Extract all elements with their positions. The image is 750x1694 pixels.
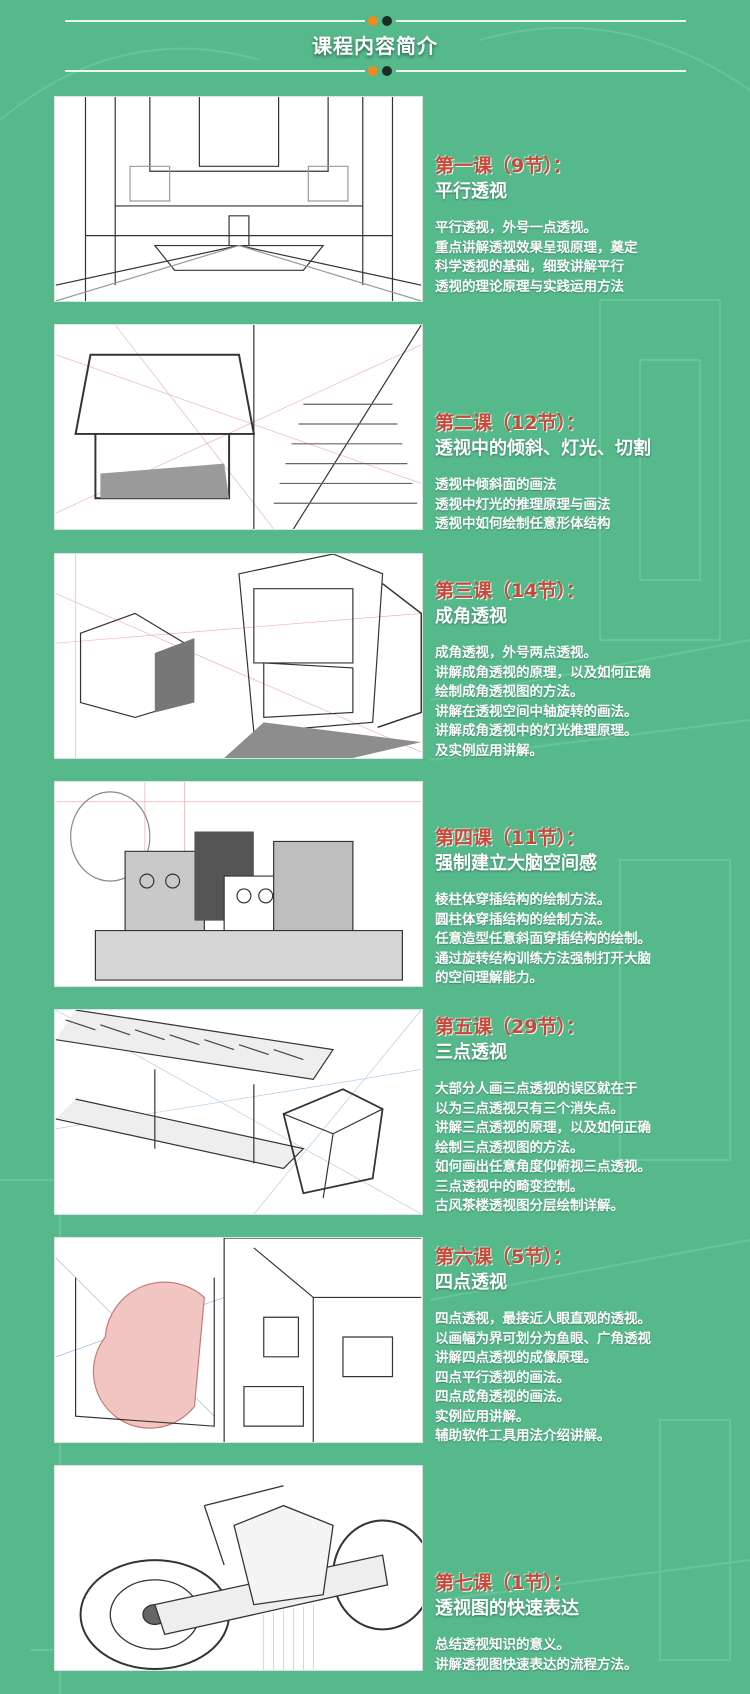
section-header: 课程内容简介 <box>0 0 750 80</box>
page-title: 课程内容简介 <box>312 34 438 58</box>
description-line: 讲解三点透视的原理，以及如何正确 <box>435 1120 651 1136</box>
description-line: 透视中倾斜面的画法 <box>435 477 557 493</box>
lesson-title: 第三课（14节）： <box>435 580 585 602</box>
description-line: 四点透视，最接近人眼直观的透视。 <box>435 1311 651 1327</box>
description-line: 任意造型任意斜面穿插结构的绘制。 <box>435 931 651 947</box>
lesson-2: 第二课（12节）： 透视中的倾斜、灯光、切割 透视中倾斜面的画法 透视中灯光的推… <box>0 324 750 534</box>
description-line: 总结透视知识的意义。 <box>435 1637 570 1653</box>
description-line: 透视中灯光的推理原理与画法 <box>435 496 611 513</box>
description-line: 如何画出任意角度仰俯视三点透视。 <box>435 1159 651 1175</box>
header-bottom-dot-dark <box>382 66 392 76</box>
lesson-1: 第一课（9节）： 平行透视 平行透视，外号一点透视。 重点讲解透视效果呈现原理，… <box>0 96 750 306</box>
lesson-title: 第二课（12节）： <box>435 412 585 434</box>
description-line: 三点透视中的畸变控制。 <box>435 1178 584 1195</box>
description-line: 讲解四点透视的成像原理。 <box>435 1350 597 1366</box>
lesson-subtitle: 透视图的快速表达 <box>435 1598 579 1619</box>
description-line: 四点成角透视的画法。 <box>435 1389 570 1405</box>
lesson-subtitle: 成角透视 <box>435 606 507 627</box>
description-line: 科学透视的基础，细致讲解平行 <box>435 259 624 275</box>
lesson-6: 第六课（5节）： 四点透视 四点透视，最接近人眼直观的透视。 以画幅为界可划分为… <box>0 1237 750 1447</box>
description-line: 及实例应用讲解。 <box>435 742 543 759</box>
description-line: 以为三点透视只有三个消失点。 <box>435 1100 624 1117</box>
description-line: 讲解在透视空间中轴旋转的画法。 <box>435 703 638 720</box>
description-line: 平行透视，外号一点透视。 <box>435 220 597 236</box>
lesson-3: 第三课（14节）： 成角透视 成角透视，外号两点透视。 讲解成角透视的原理，以及… <box>0 553 750 763</box>
description-line: 讲解成角透视中的灯光推理原理。 <box>435 723 638 739</box>
description-line: 讲解透视图快速表达的流程方法。 <box>435 1656 638 1673</box>
lesson-description: 透视中倾斜面的画法 透视中灯光的推理原理与画法 透视中如何绘制任意形体结构 <box>435 476 740 535</box>
stairs-and-roof-sketch-icon <box>54 324 423 530</box>
description-line: 辅助软件工具用法介绍讲解。 <box>435 1428 611 1444</box>
block-robots-sketch-icon <box>54 781 423 987</box>
description-line: 重点讲解透视效果呈现原理，奠定 <box>435 239 638 256</box>
parallel-perspective-room-icon <box>54 96 423 302</box>
lesson-subtitle: 四点透视 <box>435 1272 507 1293</box>
header-top-dot-orange <box>368 16 378 26</box>
lesson-title: 第七课（1节）： <box>435 1572 572 1594</box>
description-line: 以画幅为界可划分为鱼眼、广角透视 <box>435 1330 651 1347</box>
lesson-title: 第六课（5节）： <box>435 1246 572 1268</box>
description-line: 绘制成角透视图的方法。 <box>435 684 584 700</box>
lesson-7: 第七课（1节）： 透视图的快速表达 总结透视知识的意义。 讲解透视图快速表达的流… <box>0 1465 750 1675</box>
header-top-line-right <box>396 20 686 22</box>
description-line: 棱柱体穿插结构的绘制方法。 <box>435 892 611 908</box>
vehicle-quick-sketch-icon <box>54 1465 423 1671</box>
description-line: 古风茶楼透视图分层绘制详解。 <box>435 1198 624 1214</box>
lesson-subtitle: 透视中的倾斜、灯光、切割 <box>435 438 651 459</box>
lesson-subtitle: 平行透视 <box>435 181 507 202</box>
lesson-description: 棱柱体穿插结构的绘制方法。 圆柱体穿插结构的绘制方法。 任意造型任意斜面穿插结构… <box>435 891 740 989</box>
description-line: 实例应用讲解。 <box>435 1408 530 1425</box>
header-top-dot-dark <box>382 16 392 26</box>
fisheye-four-point-sketch-icon <box>54 1237 423 1443</box>
description-line: 成角透视，外号两点透视。 <box>435 645 597 661</box>
lesson-title: 第五课（29节）： <box>435 1016 585 1038</box>
lesson-description: 四点透视，最接近人眼直观的透视。 以画幅为界可划分为鱼眼、广角透视 讲解四点透视… <box>435 1310 740 1447</box>
description-line: 透视中如何绘制任意形体结构 <box>435 516 611 532</box>
description-line: 圆柱体穿插结构的绘制方法。 <box>435 911 611 928</box>
description-line: 通过旋转结构训练方法强制打开大脑 <box>435 950 651 967</box>
lesson-4: 第四课（11节）： 强制建立大脑空间感 棱柱体穿插结构的绘制方法。 圆柱体穿插结… <box>0 781 750 991</box>
lesson-subtitle: 强制建立大脑空间感 <box>435 853 597 874</box>
lesson-description: 总结透视知识的意义。 讲解透视图快速表达的流程方法。 <box>435 1636 740 1675</box>
lesson-5: 第五课（29节）： 三点透视 大部分人画三点透视的误区就在于 以为三点透视只有三… <box>0 1009 750 1219</box>
description-line: 透视的理论原理与实践运用方法 <box>435 278 624 295</box>
lesson-subtitle: 三点透视 <box>435 1042 507 1063</box>
cabinet-two-point-sketch-icon <box>54 553 423 759</box>
description-line: 讲解成角透视的原理，以及如何正确 <box>435 664 651 681</box>
lesson-title: 第四课（11节）： <box>435 827 585 849</box>
description-line: 大部分人画三点透视的误区就在于 <box>435 1081 638 1097</box>
lesson-description: 大部分人画三点透视的误区就在于 以为三点透视只有三个消失点。 讲解三点透视的原理… <box>435 1080 740 1217</box>
header-bottom-line <box>65 70 365 72</box>
description-line: 的空间理解能力。 <box>435 970 543 986</box>
lesson-description: 平行透视，外号一点透视。 重点讲解透视效果呈现原理，奠定 科学透视的基础，细致讲… <box>435 219 740 297</box>
header-bottom-line-right <box>396 70 686 72</box>
lesson-description: 成角透视，外号两点透视。 讲解成角透视的原理，以及如何正确 绘制成角透视图的方法… <box>435 644 740 761</box>
description-line: 绘制三点透视图的方法。 <box>435 1139 584 1156</box>
teahouse-three-point-sketch-icon <box>54 1009 423 1215</box>
header-bottom-dot-orange <box>368 66 378 76</box>
description-line: 四点平行透视的画法。 <box>435 1369 570 1386</box>
header-top-line <box>65 20 365 22</box>
lesson-title: 第一课（9节）： <box>435 155 572 177</box>
